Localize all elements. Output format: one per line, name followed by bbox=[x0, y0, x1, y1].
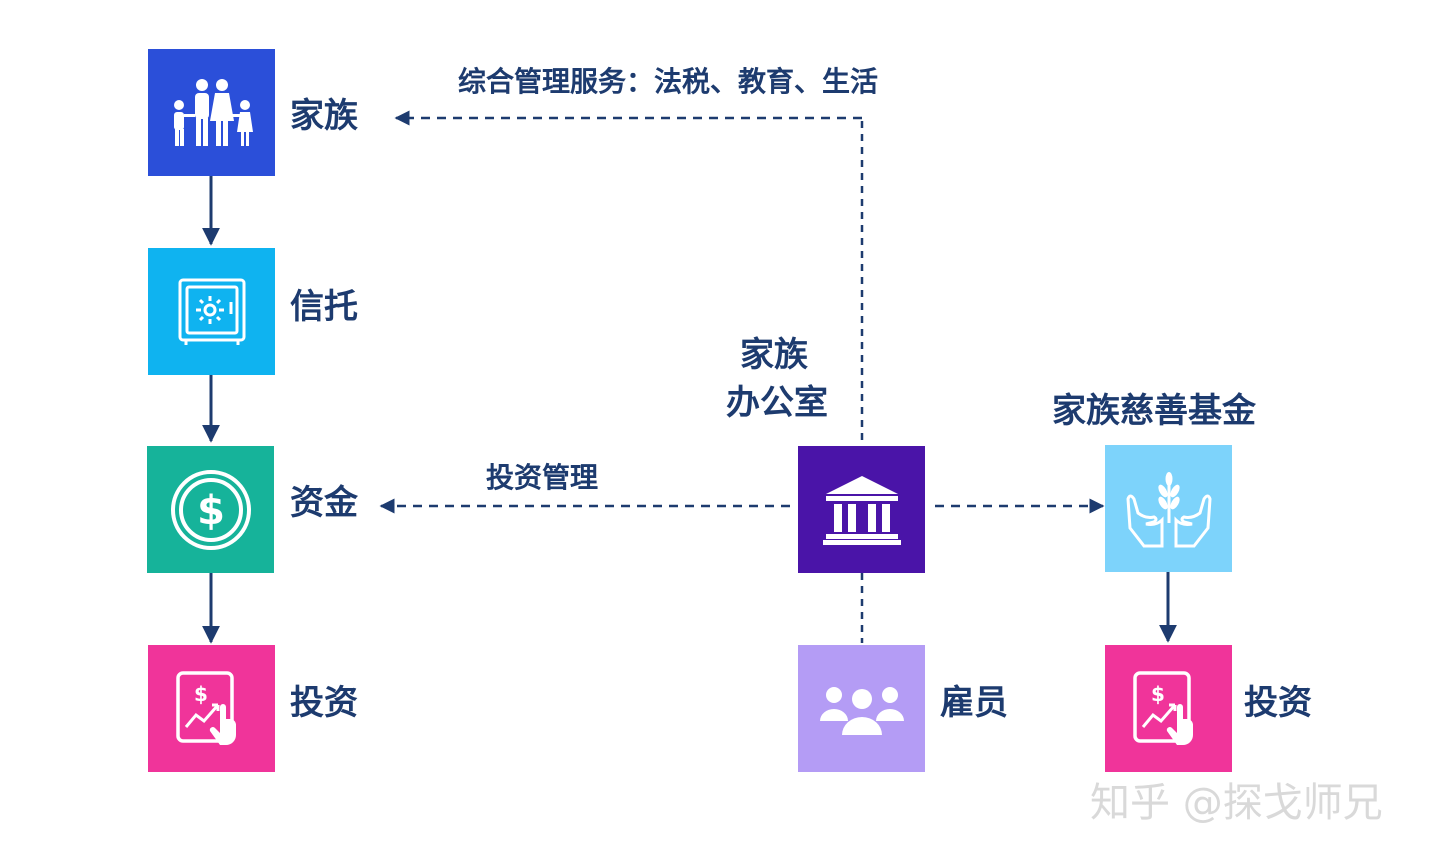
family-label: 家族 bbox=[290, 96, 358, 136]
invest-right-node: $ bbox=[1105, 645, 1232, 772]
services-edge-label: 综合管理服务：法税、教育、生活 bbox=[458, 65, 879, 98]
family-node bbox=[148, 49, 275, 176]
invest-left-label: 投资 bbox=[290, 683, 358, 723]
svg-text:$: $ bbox=[194, 682, 208, 706]
invest-right-label: 投资 bbox=[1244, 683, 1312, 723]
office-label-line2: 办公室 bbox=[726, 383, 828, 423]
fund-label: 资金 bbox=[290, 483, 358, 523]
charity-label: 家族慈善基金 bbox=[1052, 391, 1256, 431]
staff-label: 雇员 bbox=[940, 683, 1008, 723]
svg-text:$: $ bbox=[1151, 682, 1165, 706]
invest-left-node: $ bbox=[148, 645, 275, 772]
dollar-coin-icon: $ bbox=[170, 469, 251, 550]
people-group-icon bbox=[819, 686, 904, 735]
family-icon bbox=[173, 78, 253, 146]
bank-building-icon bbox=[822, 475, 901, 545]
safe-icon bbox=[178, 278, 245, 345]
svg-text:$: $ bbox=[197, 488, 225, 534]
trust-label: 信托 bbox=[290, 287, 358, 327]
tablet-chart-icon: $ bbox=[175, 670, 236, 745]
tablet-chart-icon: $ bbox=[1132, 670, 1193, 745]
trust-node bbox=[148, 248, 275, 375]
staff-node bbox=[798, 645, 925, 772]
hands-wheat-icon bbox=[1125, 471, 1212, 547]
charity-node bbox=[1105, 445, 1232, 572]
watermark: 知乎 @探戈师兄 bbox=[1090, 780, 1383, 826]
investment-mgmt-edge-label: 投资管理 bbox=[486, 461, 599, 494]
office-label-line1: 家族 bbox=[740, 335, 808, 375]
family-office-node bbox=[798, 446, 925, 573]
fund-node: $ bbox=[147, 446, 274, 573]
